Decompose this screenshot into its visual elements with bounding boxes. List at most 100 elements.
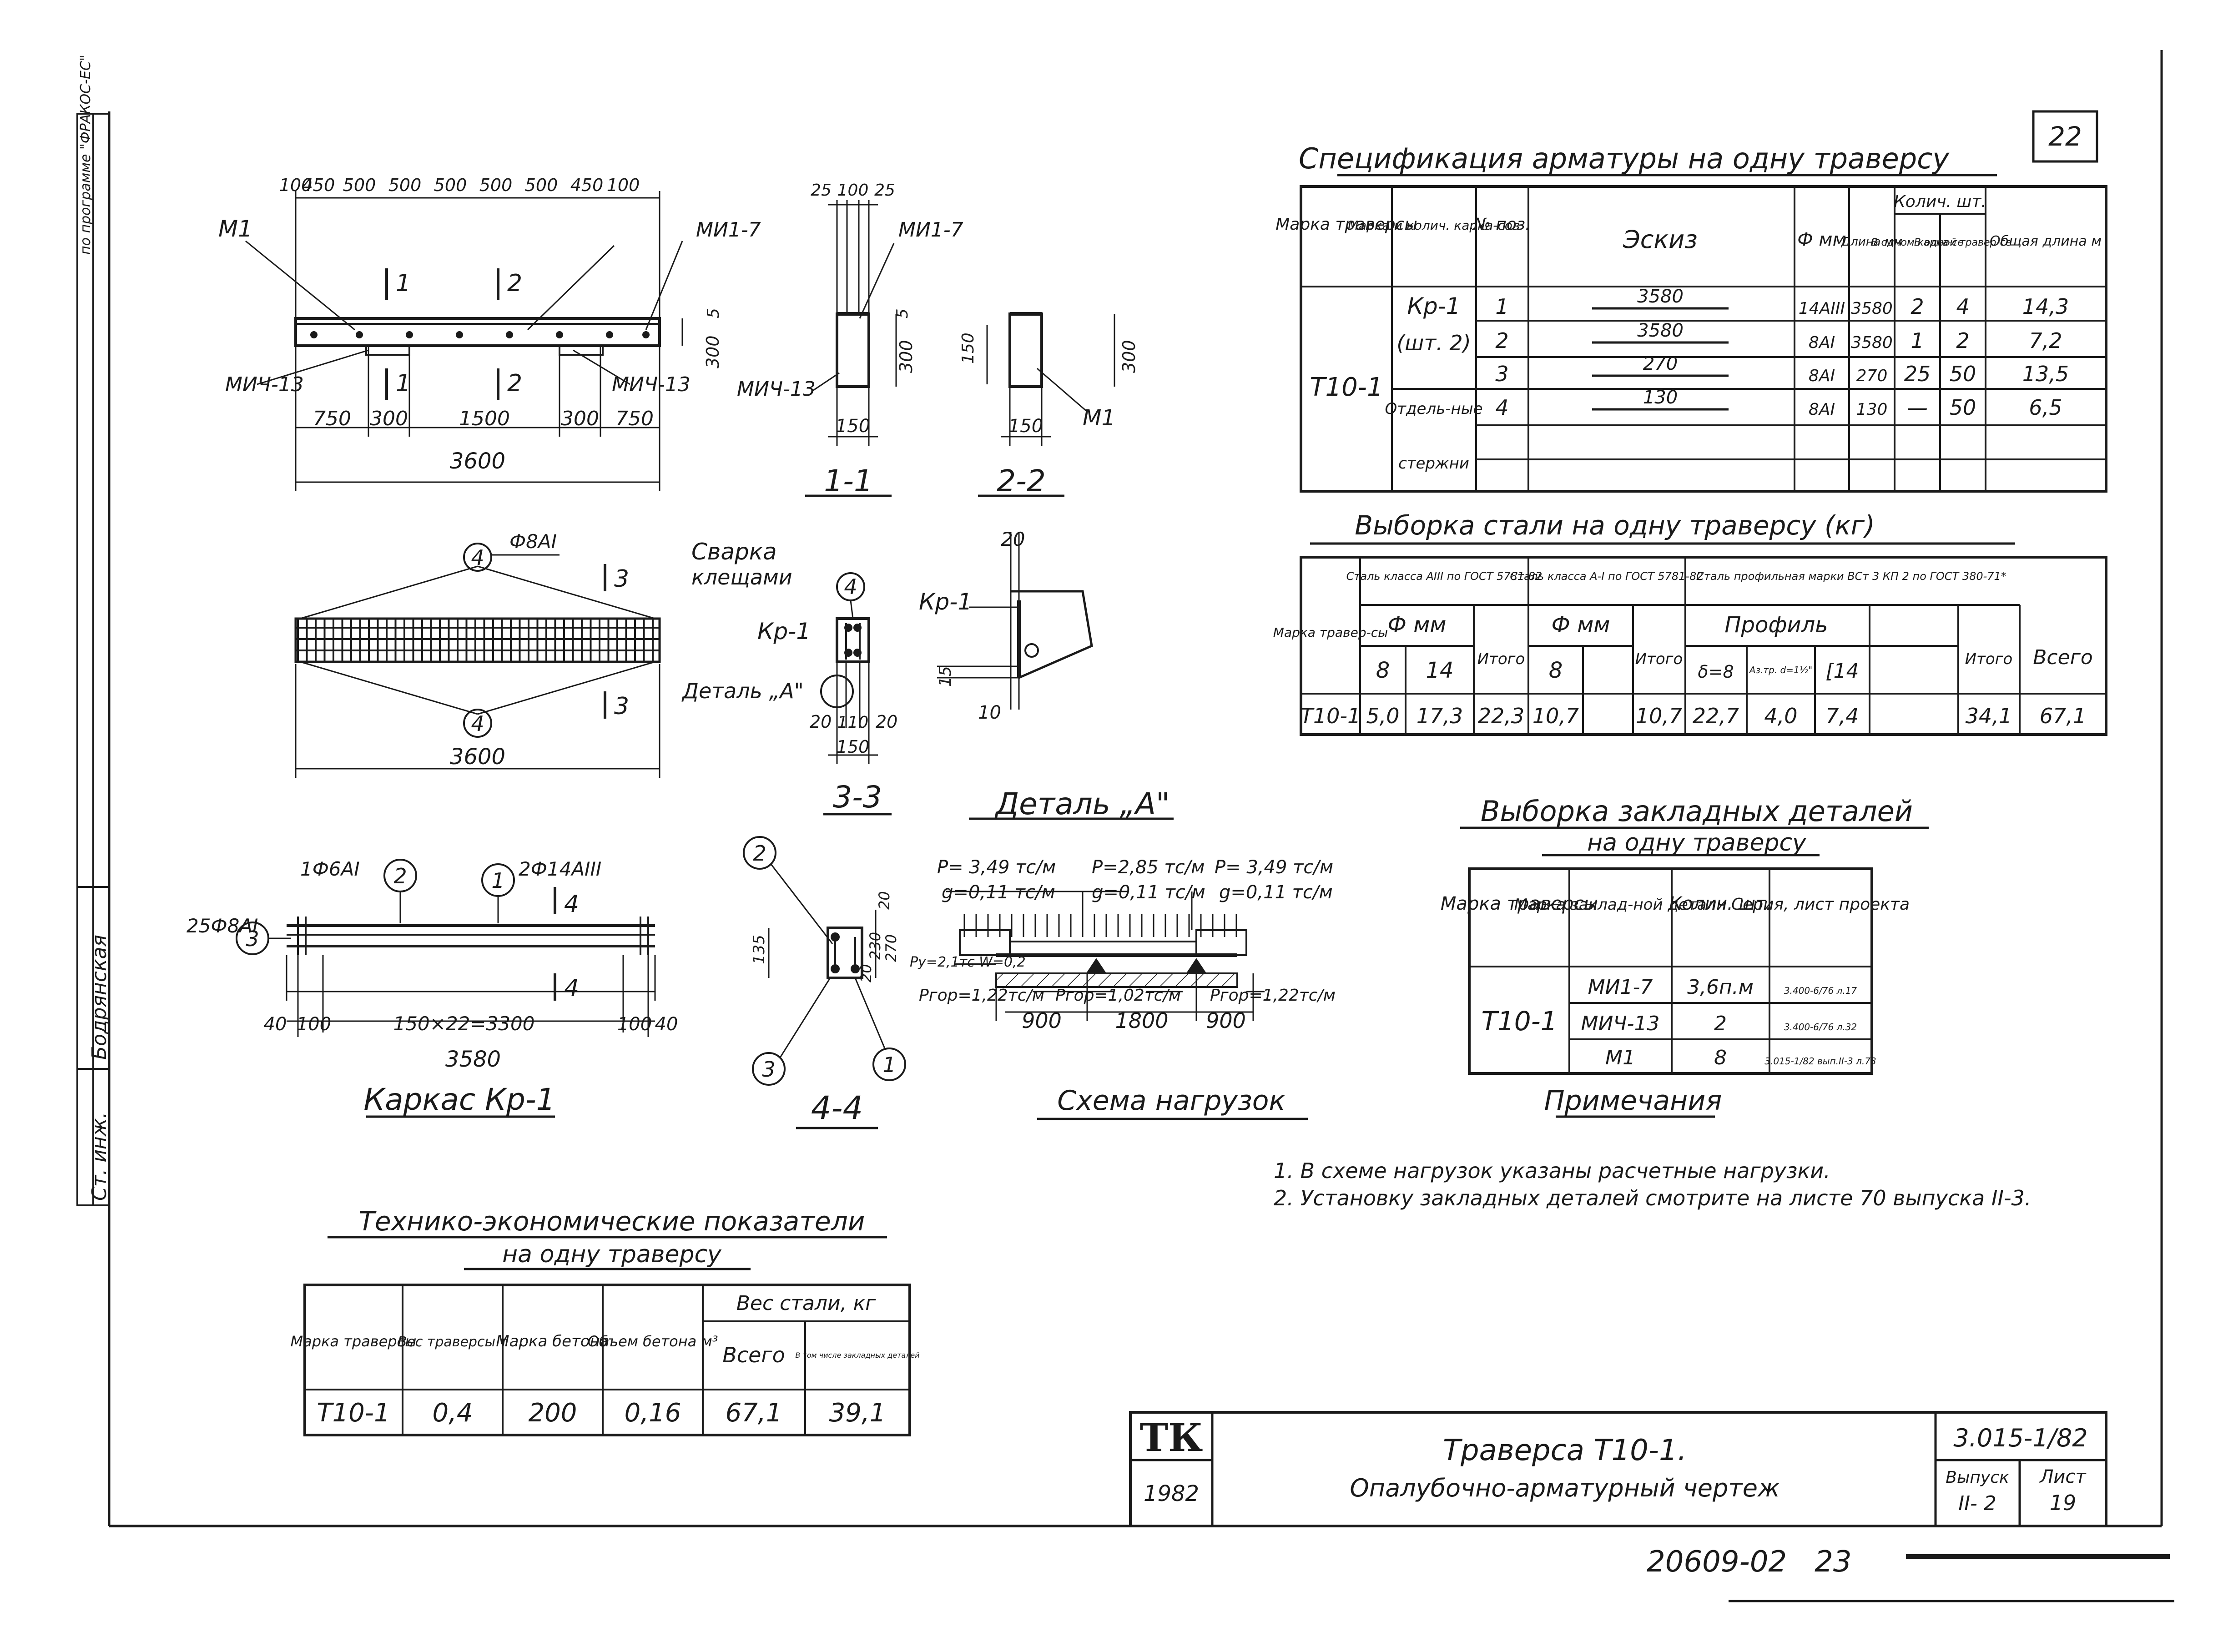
spec-sketch-dim: 270 [1643, 353, 1678, 374]
s22-title: 2-2 [997, 463, 1046, 499]
note-1: 1. В схеме нагрузок указаны расчетные на… [1274, 1158, 1830, 1183]
dim-top-1: 450 [302, 175, 335, 195]
dim-bot-2: 1500 [459, 407, 510, 430]
notes-title: Примечания [1544, 1085, 1722, 1117]
load-dim-900b: 900 [1206, 1008, 1246, 1033]
kr-balloon-3: 3 [246, 927, 259, 951]
tech-steel-embed: 39,1 [829, 1398, 886, 1428]
tb-sheet: 19 [2050, 1491, 2077, 1515]
tech-weight: 0,4 [432, 1398, 473, 1428]
spec-length: 130 [1856, 400, 1888, 419]
embed-ref: 3.400-6/76 л.32 [1784, 1022, 1857, 1032]
steel-sub-3: δ=8 [1698, 662, 1734, 682]
tb-logo: ТК [1140, 1415, 1203, 1460]
embed-mark: МИЧ-13 [1581, 1012, 1660, 1035]
s22-dim-150: 150 [959, 332, 978, 364]
load-g2: g=0,11 тс/м [1092, 882, 1205, 903]
da-title: Деталь „А" [994, 786, 1170, 821]
s33-dim-150: 150 [837, 737, 870, 757]
spec-qty-traverse: 4 [1956, 294, 1969, 319]
s11-title: 1-1 [824, 463, 873, 499]
s11-top-2: 25 [874, 181, 895, 200]
s44-dim-230: 230 [867, 932, 884, 960]
spec-h-mark: Марка траверсы [1275, 215, 1417, 234]
steel-title: Выборка стали на одну траверсу (кг) [1355, 510, 1875, 541]
steel-sub-2: 8 [1549, 658, 1563, 683]
elevation-view [245, 191, 683, 491]
spec-qty-traverse: 50 [1950, 395, 1976, 420]
s33-balloon: 4 [844, 574, 857, 599]
footer-code: 20609-02 23 [1647, 1545, 1852, 1579]
load-r3: Pгор=1,22тс/м [1210, 986, 1336, 1005]
label-mi1-7: МИ1-7 [696, 218, 761, 242]
load-p1: P= 3,49 тс/м [937, 857, 1056, 878]
spec-qty-karkas: 1 [1911, 328, 1924, 353]
s11-dim-150: 150 [836, 416, 870, 437]
embed-title1: Выборка закладных деталей [1481, 795, 1913, 828]
section-3-3 [820, 572, 892, 816]
tech-concrete: 200 [529, 1398, 577, 1428]
tech-h3: Объем бетона м³ [588, 1333, 718, 1350]
tech-h0: Марка траверсы [291, 1333, 417, 1350]
spec-h-qty: Колич. шт. [1894, 192, 1986, 211]
tech-title1: Технико-экономические показатели [359, 1206, 865, 1237]
steel-a3-itogo: 22,3 [1478, 704, 1524, 728]
dim-bot-4: 750 [615, 407, 654, 430]
kr-balloon-1: 1 [491, 868, 504, 893]
kr-title: Каркас Кр-1 [363, 1082, 555, 1117]
section-mark-1-top: 1 [396, 270, 411, 297]
steel-h-c3: Сталь профильная марки ВСт 3 КП 2 по ГОС… [1696, 570, 2006, 583]
tech-title2: на одну траверсу [502, 1241, 722, 1268]
spec-pos: 4 [1495, 395, 1508, 420]
kr-dim-3300: 150×22=3300 [393, 1012, 535, 1035]
tb-h-issue: Выпуск [1946, 1468, 2009, 1487]
section-2-2 [978, 312, 1115, 497]
spec-group2-b: стержни [1398, 454, 1469, 473]
side-stamp [76, 113, 110, 1206]
s44-title: 4-4 [811, 1089, 863, 1127]
tb-series: 3.015-1/82 [1953, 1424, 2087, 1452]
s44-balloon-1: 1 [882, 1053, 896, 1077]
steel-sub-4: Аз.тр. d=1½" [1749, 665, 1813, 675]
tech-steel-total: 67,1 [726, 1398, 782, 1428]
tech-volume: 0,16 [625, 1398, 681, 1428]
kr-dim-40b: 40 [655, 1014, 678, 1035]
spec-group1-b: (шт. 2) [1396, 331, 1471, 355]
spec-sketch-dim: 3580 [1637, 320, 1684, 341]
steel-h-c2: Сталь класса А-I по ГОСТ 5781-82 [1510, 570, 1703, 583]
embed-ref: 3.400-6/76 л.17 [1784, 985, 1857, 996]
s33-kp: Кр-1 [757, 618, 811, 645]
load-arrows [963, 914, 1237, 937]
stamp-row1: Ст. инж. [88, 1112, 111, 1201]
steel-vsego: 67,1 [2040, 704, 2086, 728]
steel-table-grid [1300, 556, 2107, 736]
spec-h-sketch: Эскиз [1623, 225, 1698, 254]
s44-dim-135: 135 [750, 935, 768, 964]
steel-sub-0: 8 [1376, 658, 1390, 683]
load-py: Py=2,1тс W=0,2 [910, 954, 1026, 970]
kr-label-3: 25Ф8АI [187, 915, 258, 937]
s11-label-mi1-7: МИ1-7 [898, 218, 963, 242]
s11-label-mich-13: МИЧ-13 [737, 378, 816, 401]
spec-qty-traverse: 2 [1956, 328, 1969, 353]
spec-sketch-dim: 3580 [1637, 286, 1684, 307]
steel-a3-14: 17,3 [1417, 704, 1463, 728]
s44-dim-20a: 20 [876, 891, 893, 910]
steel-h-fmm2: Ф мм [1552, 612, 1610, 638]
embed-table-grid [1468, 867, 1873, 1075]
tech-h1: Вес траверсы т [398, 1334, 509, 1350]
steel-sub-5: [14 [1825, 660, 1859, 683]
dim-top-4: 500 [434, 175, 467, 195]
load-p3: P= 3,49 тс/м [1215, 857, 1333, 878]
tb-year: 1982 [1144, 1481, 1199, 1506]
dim-top-0: 100 [279, 175, 313, 195]
da-dim-15: 15 [936, 666, 955, 687]
spec-h-total: Общая длина м [1990, 233, 2102, 249]
karkas-drawing [236, 859, 656, 1118]
